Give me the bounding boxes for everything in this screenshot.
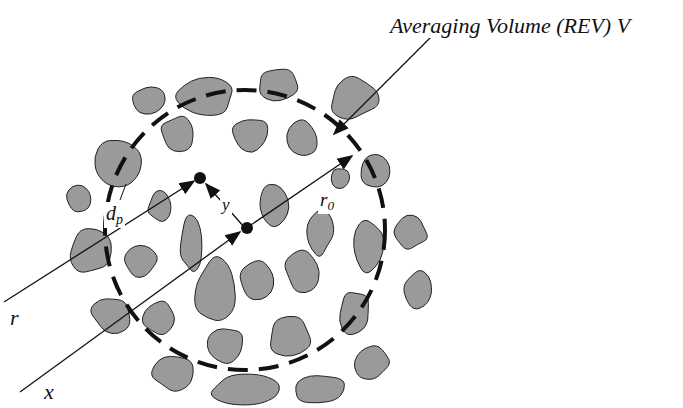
grain: [180, 215, 202, 272]
grain: [148, 190, 171, 221]
pore-size-label: dp: [104, 202, 125, 228]
grain: [354, 346, 389, 380]
grain: [260, 184, 289, 226]
vector-label: r0: [318, 190, 336, 214]
vector-label: y: [220, 196, 232, 215]
grain: [211, 374, 279, 405]
grain: [285, 250, 319, 293]
grain: [296, 376, 345, 403]
grain: [260, 69, 298, 101]
radius-vector-r0: [248, 156, 352, 227]
grain: [125, 245, 158, 277]
grain: [307, 210, 334, 256]
solid-grains: [67, 69, 432, 405]
leader-line: [334, 36, 432, 134]
position-vector-x: [20, 232, 240, 392]
point-dot: [194, 172, 206, 184]
grain: [133, 87, 166, 114]
grain: [161, 116, 193, 151]
averaging-volume-label: Averaging Volume (REV) V: [388, 14, 632, 38]
grain: [240, 261, 274, 300]
grain: [176, 77, 232, 115]
grain: [361, 154, 390, 187]
grain: [232, 120, 267, 152]
centroid-dot: [241, 222, 253, 234]
position-vector-r: [4, 181, 194, 302]
grain: [331, 169, 349, 189]
grain: [394, 215, 427, 249]
vector-label: x: [42, 380, 56, 404]
grain: [404, 271, 432, 309]
grain: [195, 257, 236, 321]
pore-size-tick: [120, 184, 126, 200]
grain: [287, 120, 317, 156]
grain: [67, 185, 91, 212]
grain: [207, 329, 242, 364]
averaging-volume-circle: [105, 90, 385, 370]
grain: [271, 316, 311, 356]
vector-label: r: [8, 306, 21, 330]
relative-vector-y: [206, 184, 245, 228]
grain: [152, 356, 194, 391]
